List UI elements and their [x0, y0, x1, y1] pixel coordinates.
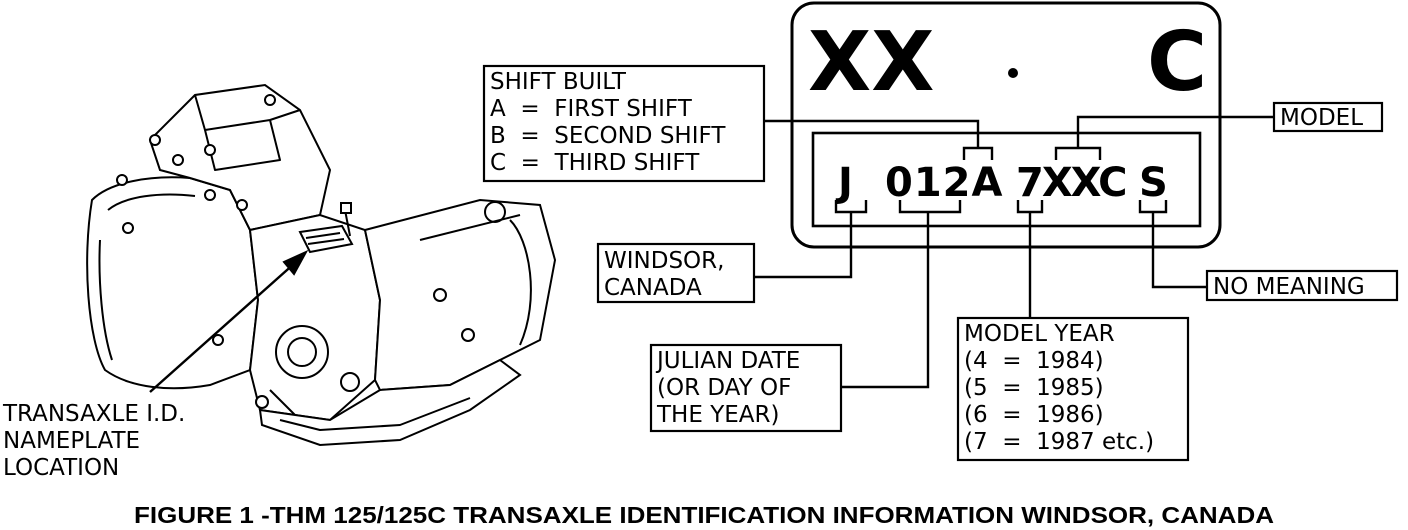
model-box	[1272, 101, 1384, 133]
model-year-title: MODEL YEAR	[964, 321, 1115, 347]
windsor-line-2: CANADA	[604, 275, 702, 301]
plate-dot	[1008, 68, 1018, 78]
plate-top-left-code: XX	[808, 15, 934, 110]
plate-top-right-code: C	[1147, 15, 1207, 110]
model-year-5: (5 = 1985)	[964, 375, 1104, 401]
leader-shift	[764, 119, 980, 148]
julian-date-line-3: THE YEAR)	[656, 402, 779, 428]
code-model-year-model: 7XXC	[1016, 160, 1125, 206]
julian-date-line-2: (OR DAY OF	[657, 375, 791, 401]
julian-date-box	[649, 343, 843, 433]
windsor-box	[596, 242, 756, 304]
no-meaning-box	[1205, 269, 1399, 302]
windsor-line-1: WINDSOR,	[604, 248, 724, 274]
model-year-box	[956, 316, 1190, 462]
transaxle-label-line-2: NAMEPLATE	[3, 428, 140, 454]
shift-built-c: C = THIRD SHIFT	[490, 150, 700, 176]
code-plant: J	[835, 160, 853, 206]
nameplate-code-box	[811, 131, 1202, 228]
julian-date-line-1: JULIAN DATE	[655, 348, 800, 374]
leader-model	[1076, 115, 1274, 148]
figure-caption: FIGURE 1 -THM 125/125C TRANSAXLE IDENTIF…	[134, 502, 1274, 528]
model-label: MODEL	[1280, 105, 1363, 131]
shift-built-title: SHIFT BUILT	[490, 69, 627, 95]
leader-windsor	[754, 212, 853, 279]
code-no-meaning: S	[1139, 160, 1168, 206]
transaxle-label-line-1: TRANSAXLE I.D.	[2, 401, 185, 427]
shift-built-box	[482, 64, 766, 183]
code-julian-shift: 012A	[885, 160, 1003, 206]
model-year-6: (6 = 1986)	[964, 402, 1104, 428]
model-year-7: (7 = 1987 etc.)	[964, 429, 1154, 455]
transaxle-illustration	[86, 83, 557, 447]
shift-built-a: A = FIRST SHIFT	[490, 96, 693, 122]
bracket-julian	[898, 200, 962, 214]
leader-julian	[841, 212, 930, 389]
no-meaning-label: NO MEANING	[1213, 274, 1365, 300]
transaxle-label-line-3: LOCATION	[3, 455, 119, 481]
shift-built-b: B = SECOND SHIFT	[490, 123, 726, 149]
leader-no-meaning	[1151, 212, 1207, 289]
model-year-4: (4 = 1984)	[964, 348, 1104, 374]
